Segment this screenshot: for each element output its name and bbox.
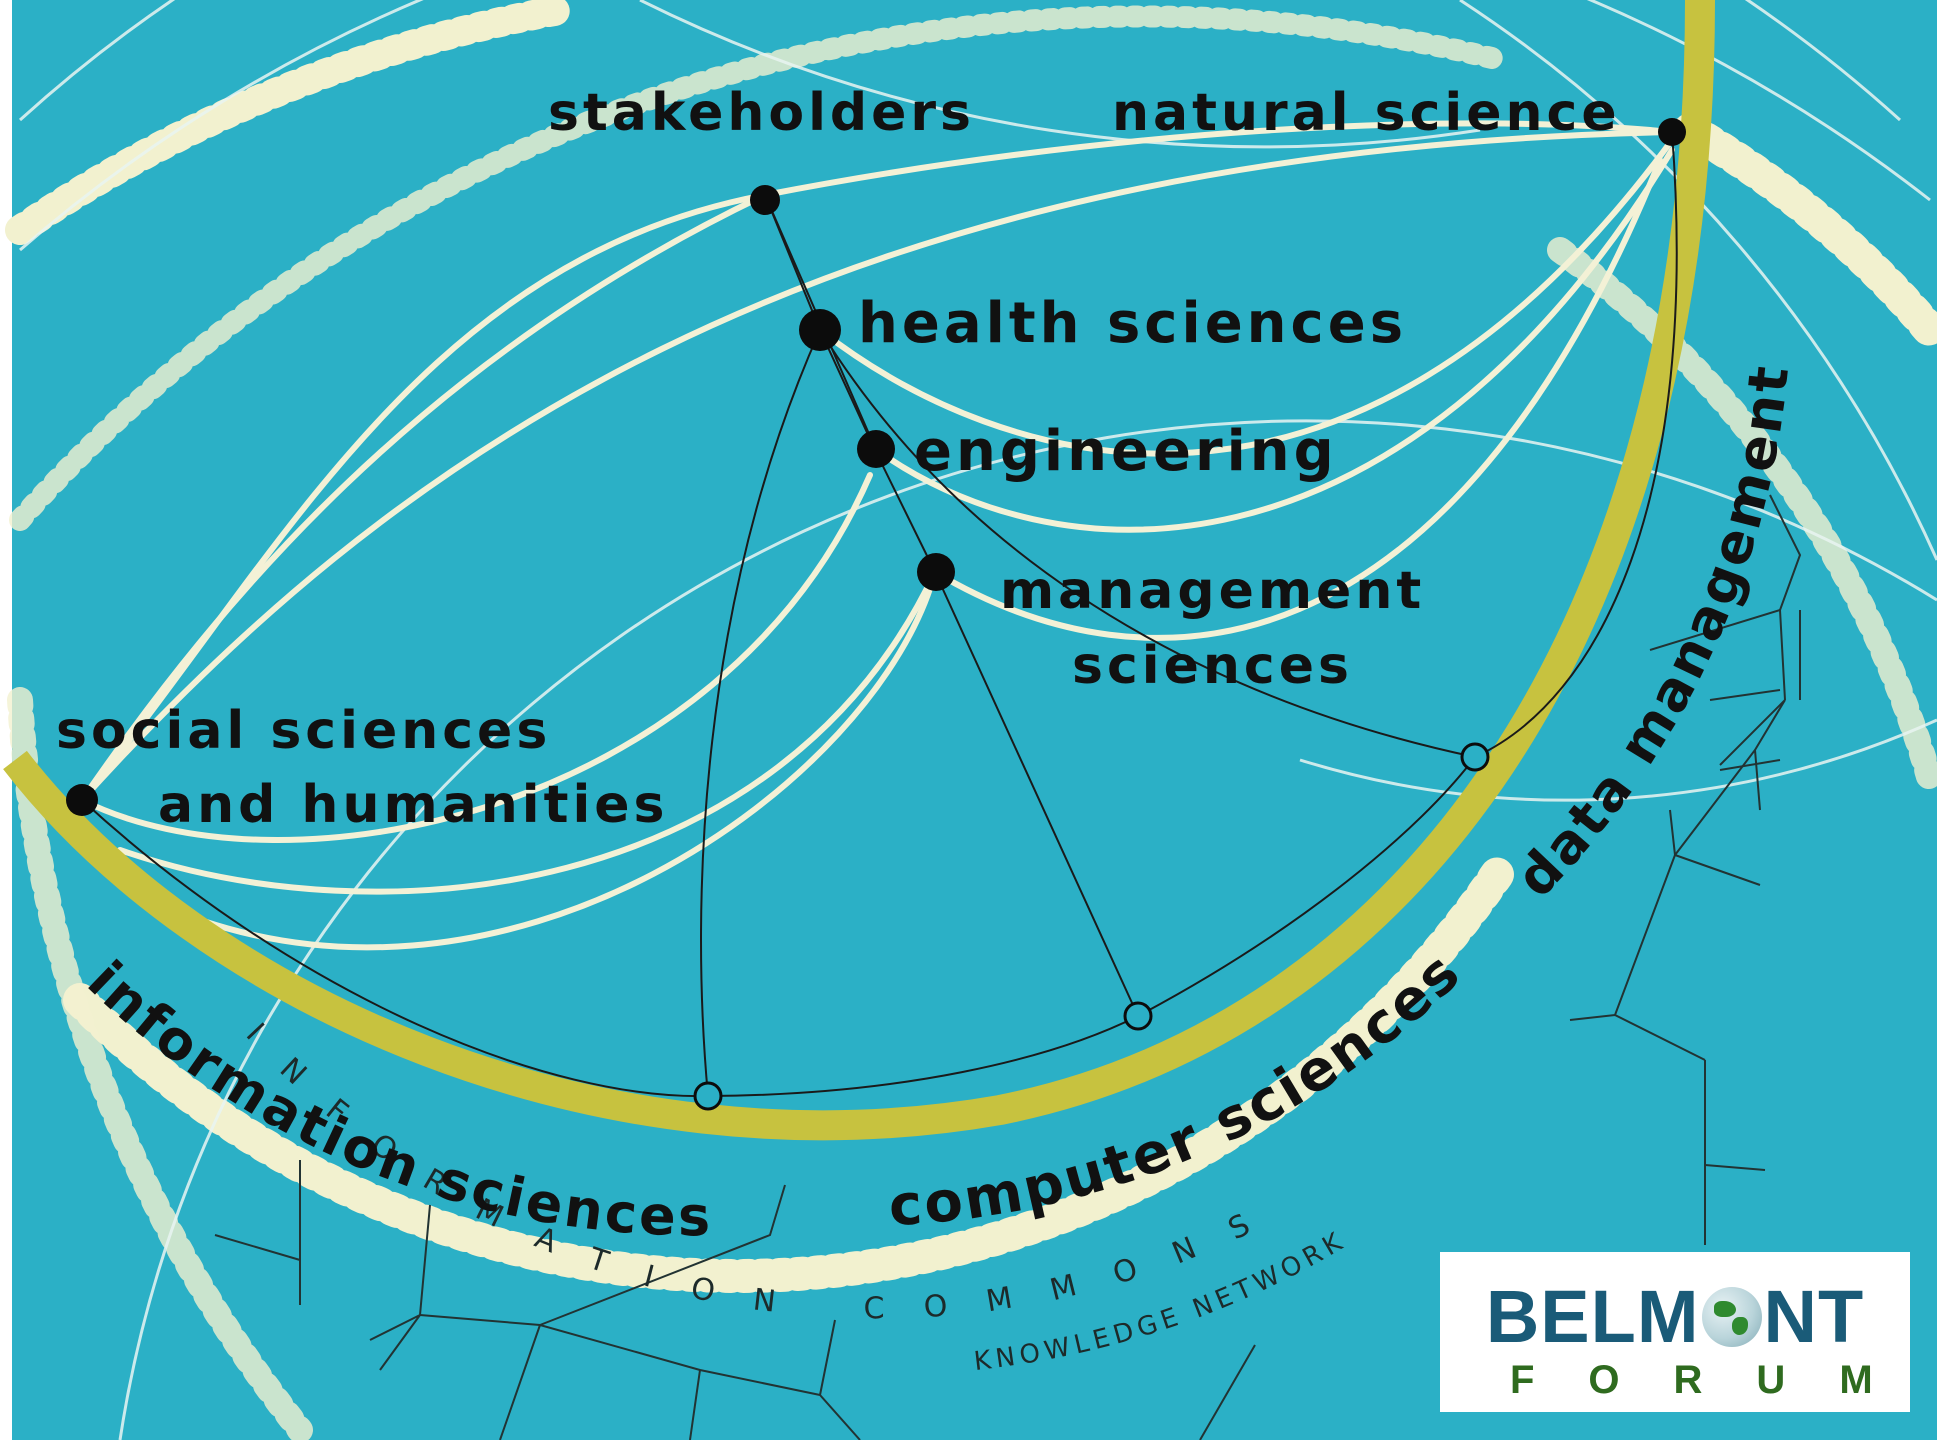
network-lines bbox=[81, 131, 1678, 1098]
ring-node-data bbox=[1460, 742, 1490, 772]
label-management-line1: management bbox=[1000, 561, 1425, 621]
label-stakeholders: stakeholders bbox=[548, 83, 975, 143]
node-health-sciences bbox=[799, 309, 841, 351]
belmont-forum-logo: BELM NT FORUM bbox=[1440, 1252, 1910, 1412]
node-natural-science bbox=[1658, 118, 1686, 146]
people-crowd-bands bbox=[5, 0, 1937, 1440]
node-management-sciences bbox=[917, 553, 955, 591]
diagram-nodes bbox=[66, 118, 1686, 1111]
node-stakeholders bbox=[750, 185, 780, 215]
logo-brand-left: BELM bbox=[1485, 1275, 1700, 1358]
label-health-sciences: health sciences bbox=[858, 291, 1407, 356]
label-engineering: engineering bbox=[914, 419, 1338, 484]
ring-node-computer bbox=[1123, 1001, 1153, 1031]
ring-node-information bbox=[693, 1081, 723, 1111]
logo-subtitle: FORUM bbox=[1510, 1358, 1927, 1402]
label-social-line2: and humanities bbox=[158, 775, 669, 835]
node-social-sciences bbox=[66, 784, 98, 816]
connection-curves bbox=[79, 120, 1675, 951]
label-social-line1: social sciences bbox=[56, 701, 551, 761]
information-commons-ring bbox=[3, 0, 1715, 1141]
logo-brand-right: NT bbox=[1763, 1275, 1865, 1358]
label-natural-science: natural science bbox=[1112, 83, 1621, 143]
knowledge-network-tree bbox=[214, 494, 1802, 1440]
label-management-line2: sciences bbox=[1072, 636, 1353, 696]
orbit-lines bbox=[18, 0, 1937, 1440]
logo-wordmark: BELM NT bbox=[1460, 1280, 1890, 1354]
node-engineering bbox=[857, 430, 895, 468]
globe-icon bbox=[1701, 1287, 1762, 1347]
